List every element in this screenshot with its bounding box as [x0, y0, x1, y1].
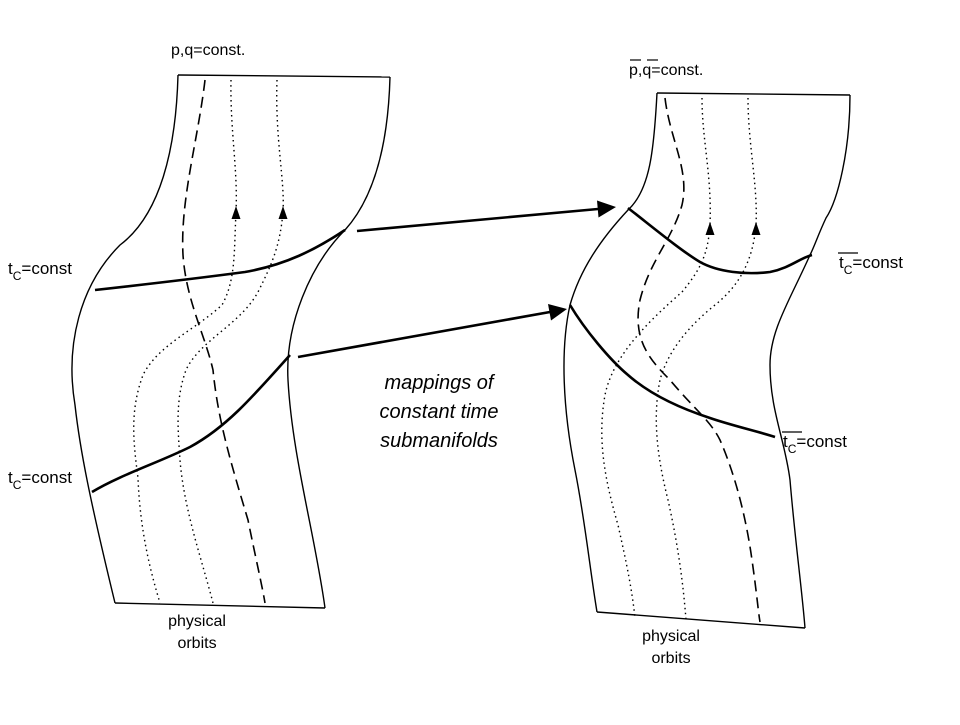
right-manifold-left-edge [563, 92, 658, 613]
left-pq-const-curve [181, 79, 266, 604]
left-lower-slice-label: tC=const [8, 468, 72, 492]
left-upper-slice-label-main: t [8, 259, 13, 278]
right-orbit-2-arrowhead [751, 222, 761, 235]
svg-text:tC=const: tC=const [783, 432, 847, 456]
lower-mapping-arrowhead [548, 304, 567, 321]
left-upper-slice-label-rest: =const [21, 259, 72, 278]
caption-line-2: constant time [380, 401, 499, 423]
right-lower-slice-label-rest: =const [796, 432, 847, 451]
right-manifold-top-edge [656, 92, 851, 96]
right-upper-time-slice [627, 206, 813, 275]
right-lower-time-slice [568, 304, 776, 439]
right-top-label-text: p,q=const. [629, 62, 703, 79]
caption-line-3: submanifolds [380, 430, 498, 452]
mapping-arrows [297, 200, 616, 359]
left-manifold-right-edge [287, 76, 391, 609]
right-bottom-label-line1: physical [642, 628, 700, 645]
right-bottom-label-line2: orbits [651, 650, 690, 667]
left-lower-slice-label-sub: C [13, 478, 22, 492]
upper-mapping-arrowhead [597, 200, 616, 218]
svg-text:tC=const: tC=const [8, 259, 72, 283]
upper-mapping-arrow-shaft [356, 207, 599, 233]
left-bottom-label-line1: physical [168, 613, 226, 630]
right-upper-slice-label-rest: =const [852, 253, 903, 272]
right-upper-slice-label: tC=const [838, 252, 903, 277]
left-manifold-bottom-edge [114, 602, 326, 609]
caption-line-1: mappings of [385, 372, 496, 394]
left-top-label: p,q=const. [171, 42, 245, 59]
left-upper-time-slice [94, 228, 346, 292]
left-manifold-top-edge [177, 74, 391, 78]
svg-text:tC=const: tC=const [839, 253, 903, 277]
right-manifold-bottom-edge [596, 611, 806, 629]
svg-text:tC=const: tC=const [8, 468, 72, 492]
left-lower-time-slice [91, 354, 291, 494]
right-lower-slice-label-main: t [783, 432, 788, 451]
left-lower-slice-label-rest: =const [21, 468, 72, 487]
right-lower-slice-label: tC=const [782, 431, 847, 456]
right-lower-slice-label-sub: C [788, 442, 797, 456]
right-manifold-right-edge [769, 94, 851, 629]
right-upper-slice-label-sub: C [844, 263, 853, 277]
right-manifold [563, 92, 851, 629]
lower-mapping-arrow-shaft [297, 310, 551, 359]
left-orbit-1-arrowhead [231, 206, 241, 219]
right-upper-slice-label-main: t [839, 253, 844, 272]
right-orbit-1 [601, 97, 711, 619]
mapping-caption: mappings of constant time submanifolds [380, 372, 499, 452]
left-manifold [71, 74, 391, 609]
left-orbit-1 [133, 79, 238, 604]
left-upper-slice-label-sub: C [13, 269, 22, 283]
left-manifold-left-edge [71, 74, 179, 604]
right-pq-const-curve [637, 97, 761, 623]
right-orbit-2 [655, 97, 757, 621]
left-bottom-label-line2: orbits [177, 635, 216, 652]
left-orbit-2-arrowhead [278, 206, 288, 219]
left-lower-slice-label-main: t [8, 468, 13, 487]
left-upper-slice-label: tC=const [8, 259, 72, 283]
left-orbit-2 [177, 79, 284, 604]
right-top-label: p,q=const. [629, 59, 703, 79]
right-orbit-1-arrowhead [705, 222, 715, 235]
